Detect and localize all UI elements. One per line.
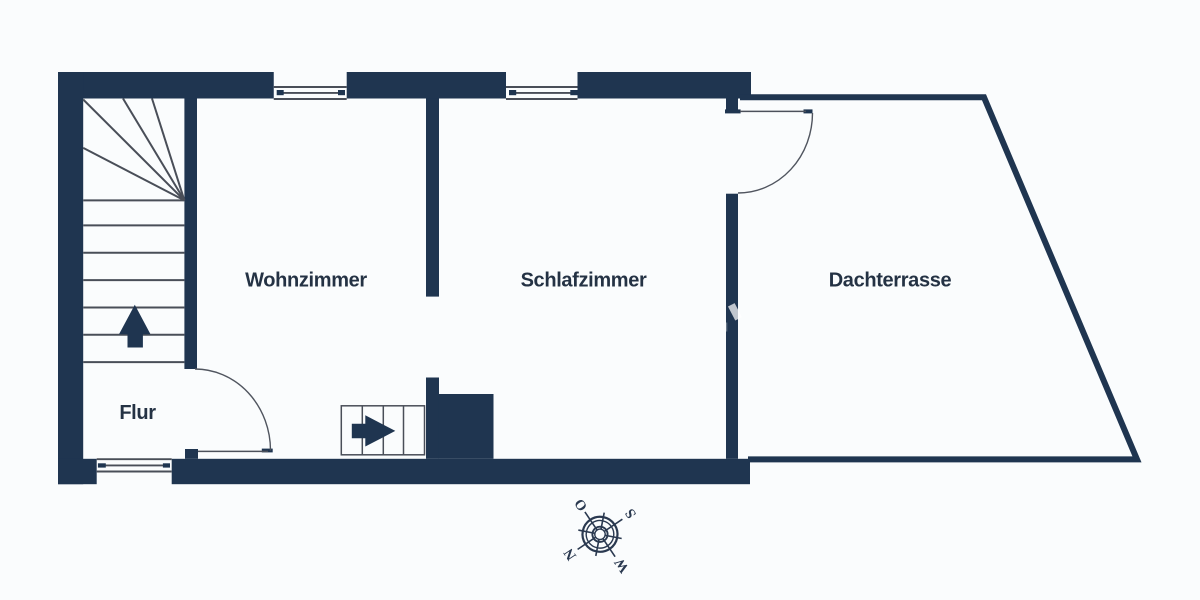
- svg-text:Schlafzimmer: Schlafzimmer: [521, 270, 647, 292]
- svg-text:Flur: Flur: [119, 402, 156, 424]
- svg-text:Dachterrasse: Dachterrasse: [829, 270, 952, 292]
- svg-text:Wohnzimmer: Wohnzimmer: [245, 270, 367, 292]
